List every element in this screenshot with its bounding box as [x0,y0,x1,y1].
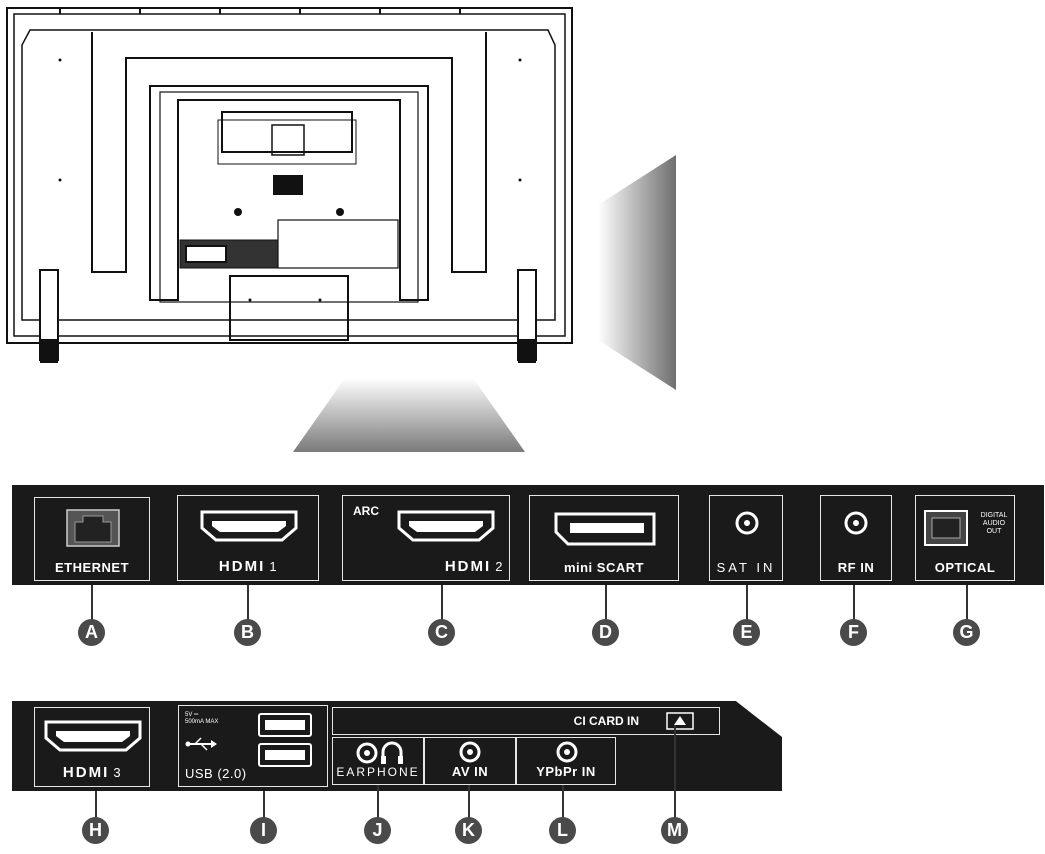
hdmi2-number: 2 [495,559,503,574]
leader-line-g [966,585,968,621]
marker-g: G [953,619,980,646]
bottom-connector-panel: HDMI 3 5V ═ 500mA MAX USB (2.0) CI CARD … [12,701,782,791]
hdmi1-label: HDMI 1 [178,558,318,575]
marker-j: J [364,817,391,844]
marker-m: M [661,817,688,844]
audio-text: AUDIO [982,520,1006,527]
marker-c: C [428,619,455,646]
sat-in-port[interactable]: SAT IN [709,495,783,581]
marker-e: E [733,619,760,646]
earphone-label: EARPHONE [336,765,420,779]
usb-port-group[interactable]: 5V ═ 500mA MAX USB (2.0) [178,705,328,787]
usb-label: USB (2.0) [185,766,247,781]
ethernet-jack-icon [66,509,120,547]
digital-audio-out-label: DIGITAL AUDIO OUT [974,512,1014,536]
mini-scart-label: mini SCART [563,560,645,575]
usb-voltage-text: 5V ═ [185,712,199,718]
ypbpr-in-label: YPbPr IN [536,764,596,779]
av-in-label: AV IN [451,764,489,779]
mini-scart-port[interactable]: mini SCART [529,495,679,581]
leader-line-l [562,785,564,819]
leader-line-e [746,585,748,621]
marker-b: B [234,619,261,646]
rf-in-port[interactable]: RF IN [820,495,892,581]
hdmi-logo-text: HDMI [218,558,266,575]
marker-d: D [592,619,619,646]
marker-a: A [78,619,105,646]
leader-line-h [95,791,97,819]
tv-screw-holes [58,58,522,302]
ypbpr-in-port[interactable]: YPbPr IN [516,737,616,785]
leader-line-a [91,585,93,621]
out-text: OUT [986,528,1002,535]
marker-f: F [840,619,867,646]
hdmi2-arc-port[interactable]: ARC HDMI 2 [342,495,510,581]
ci-card-in-label: CI CARD IN [573,714,639,728]
side-connector-panel: ETHERNET HDMI 1 ARC HDMI 2 mini SCART [12,485,1044,585]
marker-h: H [82,817,109,844]
coax-jack-icon [735,511,759,535]
leader-line-k [468,785,470,819]
tv-body [6,7,573,363]
usb-symbol-icon [185,737,217,751]
digital-text: DIGITAL [980,512,1008,519]
leader-line-i [263,791,265,819]
ethernet-port[interactable]: ETHERNET [34,497,150,581]
usb-current-text: 500mA MAX [185,719,219,725]
leader-line-f [853,585,855,621]
hdmi1-port[interactable]: HDMI 1 [177,495,319,581]
hdmi3-label: HDMI 3 [35,764,149,781]
marker-l: L [549,817,576,844]
marker-k: K [455,817,482,844]
tv-back-illustration [6,7,676,452]
hdmi-logo-text: HDMI [62,764,110,781]
arc-label: ARC [353,504,379,518]
hdmi3-number: 3 [113,765,122,780]
hdmi3-port[interactable]: HDMI 3 [34,707,150,787]
rca-jack-icon [459,741,481,763]
hdmi1-number: 1 [269,559,278,574]
sat-in-label: SAT IN [716,560,776,575]
rf-in-label: RF IN [837,560,875,575]
usb-socket-icon [258,713,312,767]
optical-jack-icon [924,510,968,546]
bottom-panel-highlight [293,378,525,452]
av-in-port[interactable]: AV IN [424,737,516,785]
ethernet-label: ETHERNET [54,560,130,575]
side-panel-highlight [598,155,676,390]
optical-label: OPTICAL [934,560,996,575]
mini-scart-connector-icon [554,512,656,546]
hdmi-logo-text: HDMI [444,558,492,575]
hdmi-connector-icon [397,510,495,542]
earphone-port[interactable]: EARPHONE [332,737,424,785]
coax-jack-icon [844,511,868,535]
optical-port[interactable]: DIGITAL AUDIO OUT OPTICAL [915,495,1015,581]
leader-line-b [247,585,249,621]
hdmi-connector-icon [44,720,142,752]
earphone-jack-icon [356,741,403,764]
leader-line-d [605,585,607,621]
rca-jack-icon [556,741,578,763]
ci-card-slot[interactable]: CI CARD IN [332,707,720,735]
leader-line-c [441,585,443,621]
marker-i: I [250,817,277,844]
hdmi2-label: HDMI 2 [343,558,509,575]
ci-card-arrow-icon [666,712,694,730]
leader-line-m [674,725,676,819]
usb-spec-label: 5V ═ 500mA MAX [185,712,218,726]
hdmi-connector-icon [200,510,298,542]
leader-line-j [377,785,379,819]
